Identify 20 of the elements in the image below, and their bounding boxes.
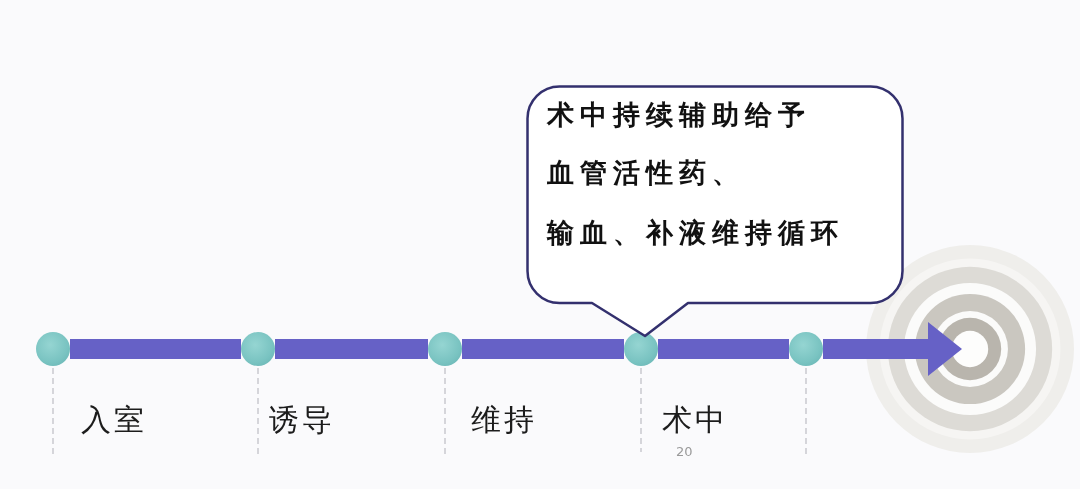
callout-text: 术中持续辅助给予	[547, 100, 811, 130]
page-number: 20	[676, 445, 693, 458]
timeline-dot	[624, 332, 658, 366]
timeline-bar	[658, 339, 789, 359]
stage-label: 诱导	[269, 405, 335, 435]
target-icon	[866, 245, 1074, 453]
timeline-bar	[275, 339, 428, 359]
timeline-dot	[36, 332, 70, 366]
callout-text: 血管活性药、	[547, 158, 745, 188]
timeline-dot	[428, 332, 462, 366]
speech-bubble	[526, 85, 904, 339]
stage-label: 入室	[81, 405, 147, 435]
timeline-dot	[241, 332, 275, 366]
arrow	[823, 322, 962, 376]
callout-text: 输血、补液维持循环	[547, 218, 844, 248]
timeline-bar	[462, 339, 624, 359]
timeline-dot	[789, 332, 823, 366]
timeline-bar	[70, 339, 241, 359]
stage-label: 术中	[662, 405, 728, 435]
stage-label: 维持	[471, 405, 537, 435]
